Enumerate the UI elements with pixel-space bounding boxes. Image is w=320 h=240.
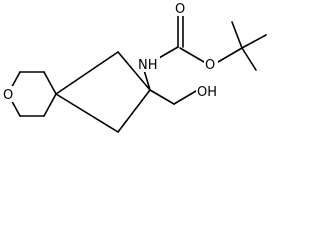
bond-sq-4 <box>55 93 119 133</box>
cyclobutane-ring <box>55 51 151 133</box>
bond-c-ch2 <box>149 89 175 105</box>
bond-sq-2 <box>117 51 151 91</box>
chemical-structure: O NH O O OH <box>1 0 267 133</box>
bond-c-oester <box>179 47 205 63</box>
bond-oester-ctb <box>217 47 243 63</box>
bond-ring-4 <box>43 93 57 117</box>
oxane-ring <box>7 71 57 117</box>
bond-ring-3 <box>43 71 57 95</box>
ring-oxygen-label: O <box>3 88 13 103</box>
substituents <box>143 15 267 105</box>
structure-canvas: O NH O O OH <box>1 0 267 133</box>
hydroxyl-label: OH <box>197 85 217 100</box>
atom-labels: O NH O O OH <box>1 0 220 103</box>
bond-c-n <box>143 69 151 91</box>
bond-ch2-oh <box>173 90 197 105</box>
bond-sq-3 <box>117 89 151 133</box>
carbonyl-oxygen-label: O <box>175 2 185 17</box>
nh-label: NH <box>138 58 158 73</box>
bond-tb-methyl-3 <box>231 21 243 49</box>
bond-tb-methyl-2 <box>241 47 257 71</box>
ester-oxygen-label: O <box>205 58 215 73</box>
bond-sq-1 <box>55 51 119 95</box>
bond-tb-methyl-1 <box>241 34 267 49</box>
